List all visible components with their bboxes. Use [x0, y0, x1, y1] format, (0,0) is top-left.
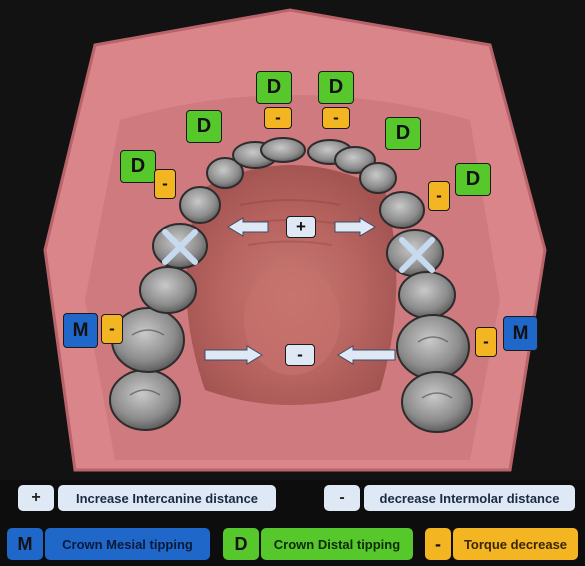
legend-increase-label: Increase Intercanine distance: [58, 485, 276, 511]
torque-badge: -: [475, 327, 497, 357]
decrease-symbol: -: [285, 344, 315, 366]
torque-badge: -: [428, 181, 450, 211]
legend-mesial-label: Crown Mesial tipping: [45, 528, 210, 560]
mesial-badge: M: [63, 313, 98, 348]
tooth: [261, 138, 305, 162]
tooth: [140, 267, 196, 313]
legend-mesial-symbol: M: [7, 528, 43, 560]
legend-torque-label: Torque decrease: [453, 528, 578, 560]
distal-badge: D: [120, 150, 156, 183]
tooth: [399, 272, 455, 318]
distal-badge: D: [455, 163, 491, 196]
increase-symbol: +: [286, 216, 316, 238]
tooth: [180, 187, 220, 223]
tooth: [110, 370, 180, 430]
legend-torque-symbol: -: [425, 528, 451, 560]
torque-badge: -: [101, 314, 123, 344]
legend-distal-symbol: D: [223, 528, 259, 560]
torque-badge: -: [154, 169, 176, 199]
mesial-badge: M: [503, 316, 538, 351]
distal-badge: D: [256, 71, 292, 104]
tooth: [402, 372, 472, 432]
torque-badge: -: [264, 107, 292, 129]
legend-distal-label: Crown Distal tipping: [261, 528, 413, 560]
tooth: [380, 192, 424, 228]
tooth: [360, 163, 396, 193]
distal-badge: D: [318, 71, 354, 104]
legend-decrease-symbol: -: [324, 485, 360, 511]
tooth: [397, 315, 469, 379]
dental-arch-illustration: [0, 0, 585, 480]
legend-decrease-label: decrease Intermolar distance: [364, 485, 575, 511]
legend-increase-symbol: +: [18, 485, 54, 511]
torque-badge: -: [322, 107, 350, 129]
distal-badge: D: [385, 117, 421, 150]
distal-badge: D: [186, 110, 222, 143]
